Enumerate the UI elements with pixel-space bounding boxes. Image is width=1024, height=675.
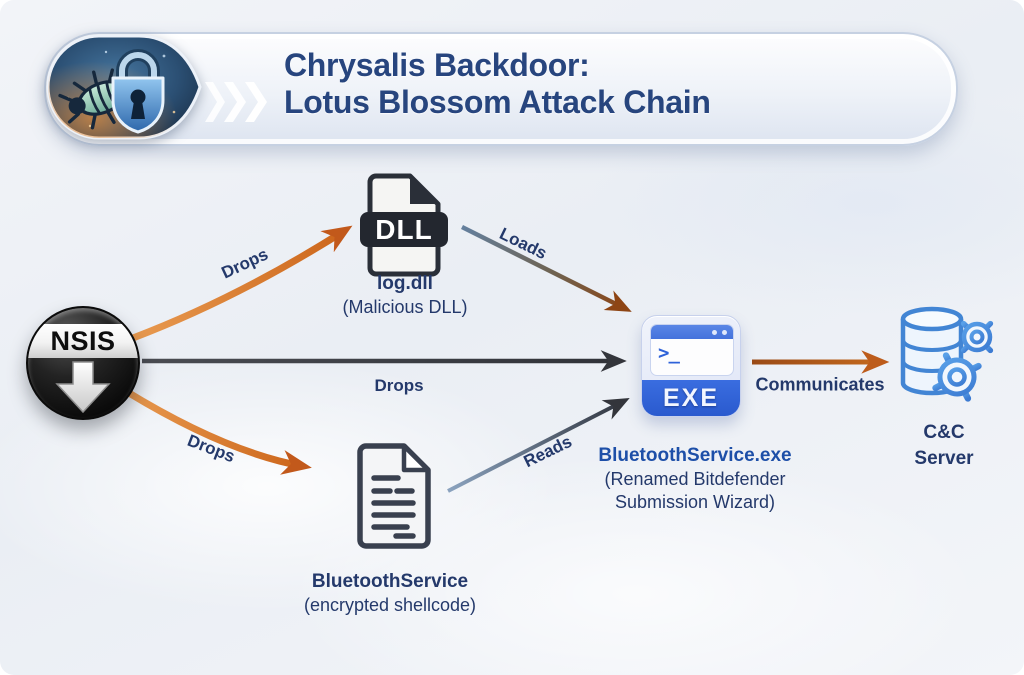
exe-terminal-icon: >_ EXE bbox=[641, 315, 741, 417]
exe-label-band: EXE bbox=[642, 380, 740, 416]
reads-arrow bbox=[447, 398, 630, 493]
exe-badge-text: EXE bbox=[662, 383, 720, 412]
terminal-titlebar bbox=[651, 325, 733, 339]
window-dot-icon bbox=[712, 330, 717, 335]
bug-lock-icon bbox=[46, 34, 202, 140]
server-name-line-1: C&C bbox=[923, 422, 965, 443]
chevron-right-icon bbox=[205, 82, 267, 122]
nsis-label: NSIS bbox=[50, 325, 116, 356]
edge-label-communicates: Communicates bbox=[755, 374, 885, 395]
gear-icon bbox=[955, 315, 999, 359]
loads-arrow bbox=[460, 224, 632, 312]
window-dot-icon bbox=[722, 330, 727, 335]
server-name-line-2: Server bbox=[914, 448, 974, 469]
cnc-server-icon bbox=[900, 306, 999, 404]
nsis-installer-icon: NSIS bbox=[26, 306, 140, 420]
terminal-window: >_ bbox=[650, 324, 734, 376]
shellcode-name: BluetoothService bbox=[311, 571, 469, 592]
drops-arrow-to-shellcode bbox=[120, 386, 312, 475]
edge-label-drops-exe: Drops bbox=[374, 376, 424, 395]
exe-name: BluetoothService.exe bbox=[598, 445, 792, 466]
gear-icon bbox=[930, 350, 984, 404]
terminal-prompt-icon: >_ bbox=[658, 342, 680, 364]
dll-file-icon: DLL bbox=[360, 173, 448, 277]
dll-name: log.dll bbox=[377, 273, 433, 294]
page-title: Chrysalis Backdoor: Lotus Blossom Attack… bbox=[284, 47, 711, 121]
title-line-1: Chrysalis Backdoor: bbox=[284, 47, 590, 83]
exe-desc-line-1: (Renamed Bitdefender bbox=[604, 469, 786, 489]
exe-desc-line-2: Submission Wizard) bbox=[614, 492, 776, 512]
title-line-2: Lotus Blossom Attack Chain bbox=[284, 84, 711, 120]
dll-badge-text: DLL bbox=[375, 214, 432, 245]
download-arrow-icon bbox=[55, 361, 111, 414]
lock-icon bbox=[111, 49, 165, 134]
drops-arrow-to-dll bbox=[129, 225, 353, 342]
nsis-label-band: NSIS bbox=[28, 324, 138, 358]
shellcode-document-icon bbox=[357, 443, 431, 549]
document-text-lines bbox=[371, 475, 416, 539]
dll-desc: (Malicious DLL) bbox=[342, 297, 468, 317]
shellcode-desc: (encrypted shellcode) bbox=[303, 595, 477, 615]
